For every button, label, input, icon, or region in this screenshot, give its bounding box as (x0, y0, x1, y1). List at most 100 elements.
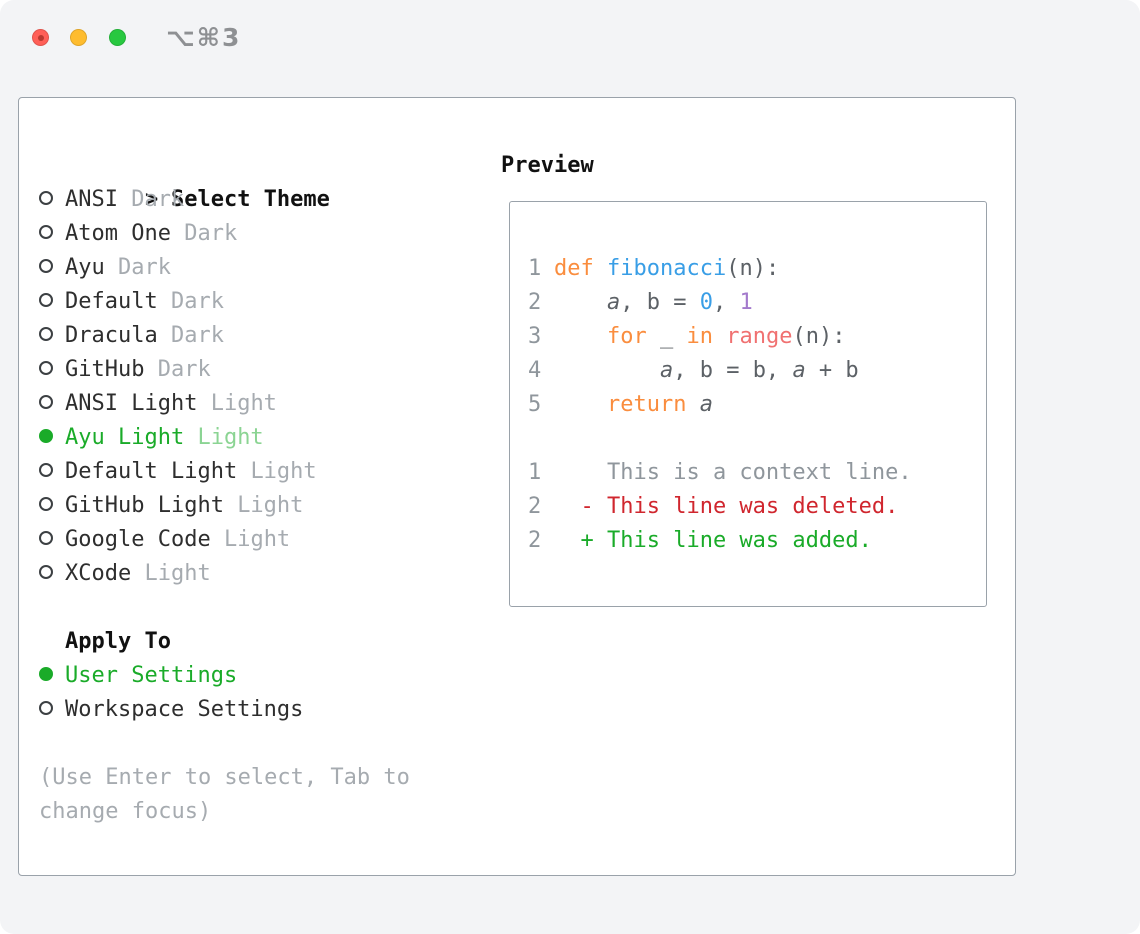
radio-icon (39, 191, 53, 205)
code-segment: a (699, 392, 713, 417)
code-segment: 1 (739, 290, 753, 315)
code-segment: 0 (699, 290, 713, 315)
theme-name: Atom One (65, 221, 185, 246)
line-number: 1 (528, 256, 542, 281)
theme-variant: Light (197, 425, 264, 450)
line-number: 2 (528, 494, 542, 519)
radio-icon (39, 327, 53, 341)
theme-variant: Dark (170, 323, 224, 348)
code-segment: def (554, 256, 594, 281)
code-segment: _ (646, 324, 687, 349)
theme-name: ANSI Light (65, 391, 211, 416)
code-line (528, 422, 986, 456)
theme-option-default-light[interactable]: Default Light Light (39, 455, 439, 489)
line-number: 5 (528, 392, 542, 417)
help-text: (Use Enter to select, Tab to change focu… (39, 765, 410, 824)
theme-name: ANSI (65, 187, 132, 212)
code-segment: return (606, 392, 687, 417)
radio-selected-icon (39, 429, 53, 443)
theme-variant: Dark (170, 289, 224, 314)
code-segment (554, 392, 607, 417)
theme-name: GitHub (65, 357, 158, 382)
code-segment (594, 256, 607, 281)
code-line: 3 for _ in range(n): (528, 320, 986, 354)
theme-variant: Light (210, 391, 277, 416)
theme-variant: Dark (157, 357, 211, 382)
code-line: 2 - This line was deleted. (528, 490, 986, 524)
apply-option-workspace-settings[interactable]: Workspace Settings (39, 693, 439, 727)
spacer (39, 591, 439, 625)
radio-icon (39, 463, 53, 477)
theme-name: Dracula (65, 323, 171, 348)
apply-to-header: Apply To (65, 629, 171, 654)
code-segment: + This line was added. (554, 528, 872, 553)
theme-option-ansi-light[interactable]: ANSI Light Light (39, 387, 439, 421)
radio-selected-icon (39, 667, 53, 681)
window-title: ⌥⌘3 (166, 23, 242, 52)
code-segment: in (686, 324, 713, 349)
code-segment (554, 290, 607, 315)
theme-list-header: >Select Theme (39, 149, 439, 212)
code-segment (554, 358, 660, 383)
theme-name: Default (65, 289, 171, 314)
radio-icon (39, 225, 53, 239)
code-segment: fibonacci (607, 256, 727, 281)
apply-option-label: Workspace Settings (65, 697, 304, 722)
code-segment: range (726, 324, 793, 349)
code-segment (686, 392, 699, 417)
close-button[interactable] (32, 29, 49, 46)
radio-icon (39, 259, 53, 273)
line-number: 3 (528, 324, 542, 349)
theme-option-default[interactable]: Default Dark (39, 285, 439, 319)
theme-option-github[interactable]: GitHub Dark (39, 353, 439, 387)
code-line: 2 a, b = 0, 1 (528, 286, 986, 320)
code-segment: for (606, 324, 647, 349)
theme-name: Default Light (65, 459, 251, 484)
theme-variant: Dark (117, 255, 171, 280)
code-segment (713, 324, 726, 349)
line-number: 1 (528, 460, 542, 485)
theme-option-atom-one[interactable]: Atom One Dark (39, 217, 439, 251)
theme-option-github-light[interactable]: GitHub Light Light (39, 489, 439, 523)
code-segment: (n): (792, 324, 846, 349)
code-line: 2 + This line was added. (528, 524, 986, 558)
code-segment: a (792, 358, 806, 383)
radio-icon (39, 701, 53, 715)
apply-option-user-settings[interactable]: User Settings (39, 659, 439, 693)
theme-variant: Light (144, 561, 211, 586)
code-segment: , b = (620, 290, 700, 315)
theme-option-ayu-light[interactable]: Ayu Light Light (39, 421, 439, 455)
theme-name: XCode (65, 561, 145, 586)
code-segment: , (712, 290, 740, 315)
theme-option-xcode[interactable]: XCode Light (39, 557, 439, 591)
apply-option-label: User Settings (65, 663, 238, 688)
theme-name: Google Code (65, 527, 224, 552)
minimize-button[interactable] (70, 29, 87, 46)
radio-icon (39, 531, 53, 545)
theme-name: GitHub Light (65, 493, 238, 518)
theme-variant: Dark (131, 187, 185, 212)
theme-option-dracula[interactable]: Dracula Dark (39, 319, 439, 353)
preview-title: Preview (501, 153, 594, 178)
theme-option-google-code[interactable]: Google Code Light (39, 523, 439, 557)
theme-option-ayu[interactable]: Ayu Dark (39, 251, 439, 285)
code-line: 4 a, b = b, a + b (528, 354, 986, 388)
code-segment: , b = b, (673, 358, 793, 383)
focus-prompt-icon: > (144, 187, 159, 212)
spacer (39, 727, 439, 761)
theme-variant: Light (223, 527, 291, 552)
radio-icon (39, 293, 53, 307)
theme-option-ansi[interactable]: ANSI Dark (39, 183, 439, 217)
zoom-button[interactable] (109, 29, 126, 46)
code-line: 1 This is a context line. (528, 456, 986, 490)
radio-icon (39, 361, 53, 375)
code-segment: a (659, 358, 674, 383)
